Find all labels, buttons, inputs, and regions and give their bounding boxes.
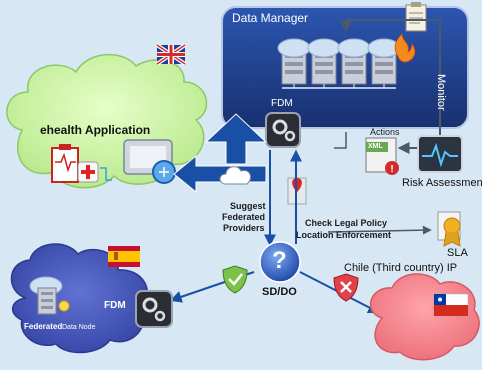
- federated-node-label-a: Federated: [24, 322, 63, 331]
- monitor-loop-arrow: [340, 19, 441, 140]
- xml-document-icon: !: [365, 137, 399, 175]
- server-cluster-icon: [277, 38, 401, 89]
- search-document-icon: [123, 139, 176, 184]
- chile-flag-icon: [433, 293, 469, 317]
- actions-arrow: [334, 132, 418, 154]
- spain-fdm-label: FDM: [104, 300, 126, 311]
- return-arrow: [173, 154, 267, 194]
- check-shield-icon: [222, 265, 248, 294]
- uk-flag-icon: [155, 43, 187, 66]
- database-server-icon: [29, 276, 70, 315]
- legal-label-1: Check Legal Policy: [305, 218, 388, 228]
- risk-monitor-icon: [417, 135, 463, 173]
- risk-assessment-label: Risk Assessment: [402, 177, 482, 189]
- sla-arrow: [327, 225, 432, 235]
- federated-node-label-b: Data Node: [62, 324, 96, 331]
- sddo-symbol: ?: [272, 247, 287, 274]
- sla-label: SLA: [447, 247, 468, 259]
- actions-label: Actions: [370, 127, 400, 137]
- cross-shield-icon: [333, 273, 359, 302]
- medical-record-icon: [51, 144, 79, 183]
- suggest-label-2: Federated: [222, 212, 266, 222]
- sddo-label: SD/DO: [262, 286, 297, 298]
- medical-kit-icon: [77, 161, 99, 183]
- small-cloud-icon: [219, 166, 252, 185]
- manager-fdm-label: FDM: [271, 98, 293, 109]
- sddo-circle: [259, 241, 301, 283]
- clipboard-icon: [405, 2, 427, 32]
- fire-icon: [394, 33, 416, 63]
- spain-flag-icon: [108, 246, 140, 267]
- svg-text:!: !: [390, 164, 393, 175]
- upload-arrow: [204, 113, 268, 165]
- monitor-label: Monitor: [435, 74, 447, 111]
- fdm-gear-icon: [265, 112, 301, 148]
- legal-label-2: Location Enforcement: [296, 230, 392, 240]
- chile-cloud: [369, 273, 480, 361]
- chile-label: Chile (Third country) IP: [344, 262, 458, 274]
- link-connector: [100, 167, 112, 181]
- spain-fdm-gear-icon: [135, 290, 173, 328]
- ehealth-label: ehealth Application: [40, 123, 151, 137]
- data-manager-title: Data Manager: [232, 11, 309, 25]
- xml-tag: XML: [368, 143, 383, 150]
- suggest-label-1: Suggest: [230, 201, 266, 211]
- sla-certificate-icon: [437, 211, 461, 247]
- suggest-label-3: Providers: [223, 223, 265, 233]
